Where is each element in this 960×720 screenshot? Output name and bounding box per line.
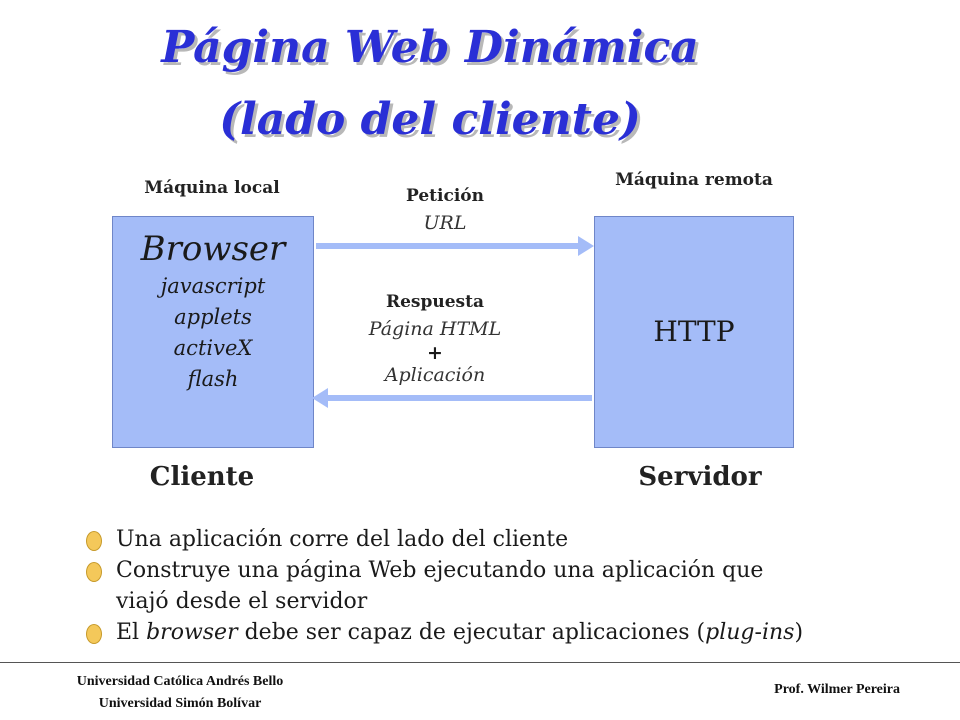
http-box: HTTP xyxy=(594,216,794,448)
footer-author: Prof. Wilmer Pereira xyxy=(774,682,900,697)
request-label: Petición xyxy=(406,186,484,206)
bullet-item: Construye una página Web ejecutando una … xyxy=(86,555,846,586)
browser-item-flash: flash xyxy=(187,367,239,391)
bullet-item: El browser debe ser capaz de ejecutar ap… xyxy=(86,617,846,648)
browser-item-applets: applets xyxy=(174,305,252,329)
bullet-item: Una aplicación corre del lado del client… xyxy=(86,524,846,555)
response-detail-1: Página HTML xyxy=(368,318,502,340)
browser-box: Browser javascript applets activeX flash xyxy=(112,216,314,448)
bullet-text: viajó desde el servidor xyxy=(116,589,368,614)
response-plus: + xyxy=(427,342,443,364)
client-label: Cliente xyxy=(149,462,255,492)
bullet-icon xyxy=(86,562,102,582)
request-arrow xyxy=(316,236,594,256)
response-arrow xyxy=(312,388,592,408)
footer-institution-2: Universidad Simón Bolívar xyxy=(98,696,262,711)
bullet-list: Una aplicación corre del lado del client… xyxy=(86,524,846,648)
slide-title-line1: Página Web Dinámica xyxy=(161,22,699,73)
server-label: Servidor xyxy=(638,462,762,492)
http-title: HTTP xyxy=(653,315,735,348)
bullet-text: Construye una página Web ejecutando una … xyxy=(116,558,764,583)
footer-divider xyxy=(0,662,960,663)
local-machine-caption: Máquina local xyxy=(144,178,280,198)
footer-institution-1: Universidad Católica Andrés Bello xyxy=(76,674,284,689)
browser-item-javascript: javascript xyxy=(160,274,266,298)
bullet-icon xyxy=(86,531,102,551)
response-detail-2: Aplicación xyxy=(384,364,486,386)
bullet-text-rich: El browser debe ser capaz de ejecutar ap… xyxy=(116,620,804,645)
bullet-icon xyxy=(86,624,102,644)
browser-item-activex: activeX xyxy=(173,336,253,360)
remote-machine-caption: Máquina remota xyxy=(615,170,773,190)
browser-title: Browser xyxy=(140,229,286,269)
slide-title-line2: (lado del cliente) xyxy=(219,94,641,145)
request-detail: URL xyxy=(423,212,467,234)
bullet-item-continuation: viajó desde el servidor xyxy=(86,586,846,617)
bullet-text: Una aplicación corre del lado del client… xyxy=(116,527,569,552)
response-label: Respuesta xyxy=(385,292,484,312)
